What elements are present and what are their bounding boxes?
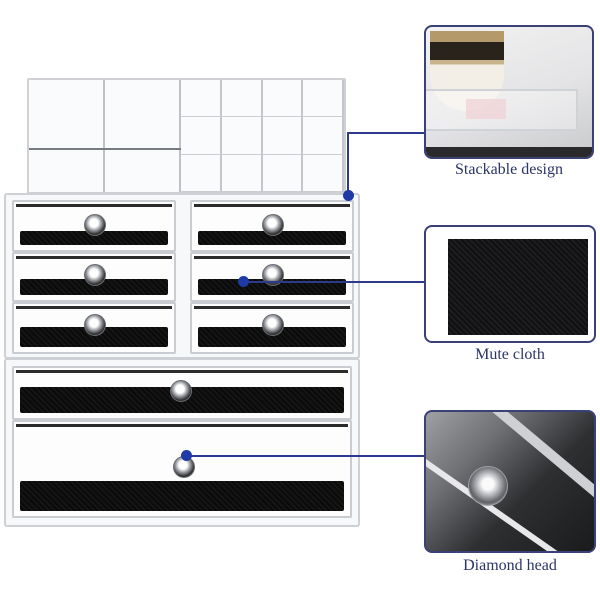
connector-line <box>347 132 425 134</box>
callout-diamond-head-image <box>424 410 596 553</box>
lipstick-grid <box>181 80 344 192</box>
cream-jar <box>430 31 504 111</box>
callout-dot-icon <box>238 276 249 287</box>
small-drawer <box>12 252 176 302</box>
callout-label-diamond-head: Diamond head <box>463 557 557 574</box>
connector-line <box>243 281 425 283</box>
large-compartment <box>105 80 181 192</box>
connector-line <box>187 455 425 457</box>
compartment-ledge <box>29 148 181 150</box>
diamond-head-icon <box>468 466 508 506</box>
callout-label-mute-cloth: Mute cloth <box>475 346 545 363</box>
acrylic-edge <box>426 89 578 131</box>
connector-line <box>347 132 349 196</box>
tray-base <box>426 147 592 157</box>
diamond-knob-icon <box>84 314 106 336</box>
callout-label-stackable: Stackable design <box>455 161 563 178</box>
diamond-knob-icon <box>84 214 106 236</box>
diamond-knob-icon <box>262 214 284 236</box>
callout-mute-cloth-image <box>424 225 596 343</box>
diamond-knob-icon <box>262 264 284 286</box>
callout-dot-icon <box>343 190 354 201</box>
callout-dot-icon <box>181 450 192 461</box>
diamond-knob-icon <box>84 264 106 286</box>
pink-reflection <box>466 99 506 119</box>
diamond-knob-icon <box>262 314 284 336</box>
mute-cloth-swatch <box>448 239 588 335</box>
large-compartment <box>29 80 105 192</box>
diamond-knob-icon <box>170 380 192 402</box>
top-tray <box>27 78 346 195</box>
large-drawer <box>12 420 352 518</box>
callout-stackable-image <box>424 25 594 159</box>
